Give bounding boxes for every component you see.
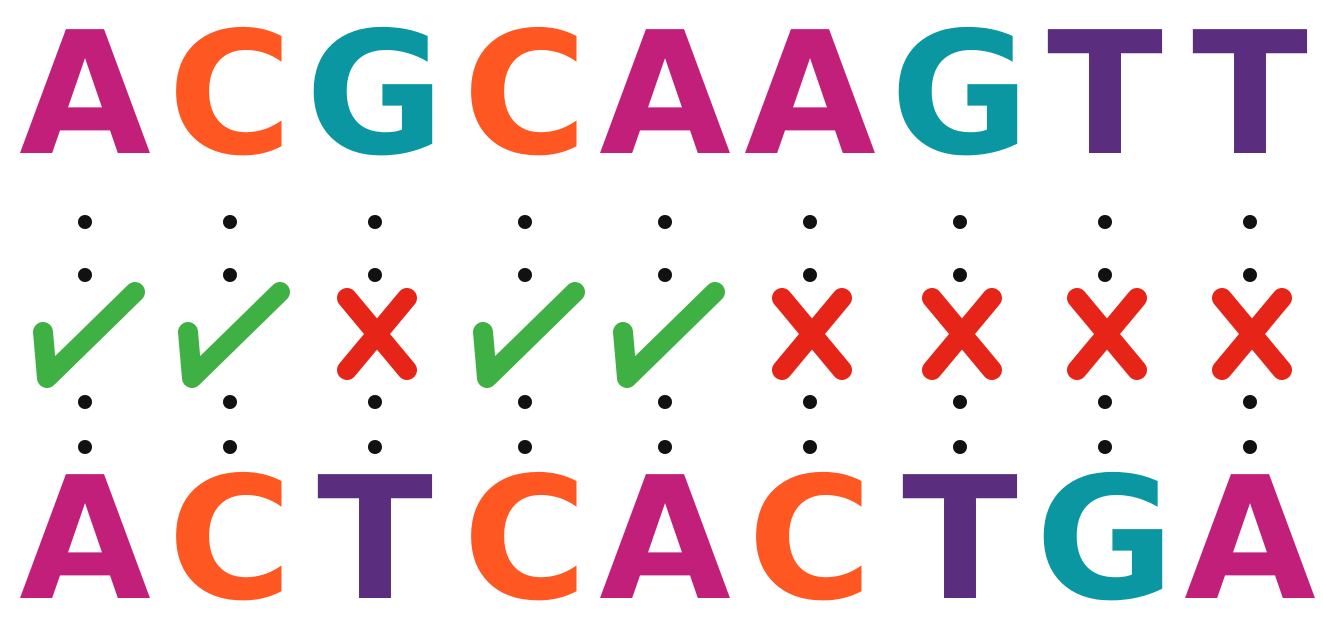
top-nucleotide: A — [599, 0, 731, 194]
pairing-dot — [1243, 215, 1257, 229]
pairing-dot — [368, 268, 382, 282]
pairing-dot — [223, 395, 237, 409]
pairing-dot — [658, 395, 672, 409]
pairing-dot — [518, 268, 532, 282]
cross-icon — [337, 288, 417, 380]
pairing-dot — [1098, 215, 1112, 229]
bottom-nucleotide: G — [1035, 441, 1175, 639]
pairing-dot — [78, 268, 92, 282]
top-nucleotide: A — [744, 0, 876, 194]
pairing-dot — [803, 268, 817, 282]
pairing-dot — [1243, 440, 1257, 454]
pairing-dot — [223, 215, 237, 229]
top-nucleotide: T — [1192, 0, 1308, 194]
cross-icon — [922, 288, 1002, 380]
checkmark-icon — [613, 282, 725, 388]
bottom-nucleotide: C — [462, 441, 588, 639]
pairing-dot — [953, 215, 967, 229]
top-nucleotide: G — [305, 0, 445, 194]
pairing-dot — [78, 440, 92, 454]
pairing-dot — [1098, 268, 1112, 282]
top-nucleotide: C — [462, 0, 588, 194]
top-nucleotide: A — [19, 0, 151, 194]
top-nucleotide: G — [890, 0, 1030, 194]
bottom-nucleotide: T — [317, 441, 433, 639]
pairing-dot — [518, 440, 532, 454]
checkmark-icon — [178, 282, 290, 388]
pairing-dot — [953, 268, 967, 282]
bottom-nucleotide: A — [1184, 441, 1316, 639]
pairing-dot — [658, 440, 672, 454]
cross-icon — [1212, 288, 1292, 380]
pairing-dot — [368, 395, 382, 409]
pairing-dot — [368, 215, 382, 229]
cross-icon — [772, 288, 852, 380]
pairing-dot — [803, 215, 817, 229]
pairing-dot — [953, 395, 967, 409]
pairing-dot — [518, 215, 532, 229]
pairing-dot — [1098, 440, 1112, 454]
pairing-dot — [1243, 395, 1257, 409]
bottom-nucleotide: C — [747, 441, 873, 639]
cross-icon — [1067, 288, 1147, 380]
bottom-nucleotide: A — [599, 441, 731, 639]
pairing-dot — [1098, 395, 1112, 409]
checkmark-icon — [33, 282, 145, 388]
pairing-dot — [518, 395, 532, 409]
pairing-dot — [223, 440, 237, 454]
pairing-dot — [803, 395, 817, 409]
pairing-dot — [953, 440, 967, 454]
pairing-dot — [368, 440, 382, 454]
pairing-dot — [223, 268, 237, 282]
pairing-dot — [803, 440, 817, 454]
top-nucleotide: C — [167, 0, 293, 194]
bottom-nucleotide: A — [19, 441, 151, 639]
bottom-nucleotide: C — [167, 441, 293, 639]
pairing-dot — [1243, 268, 1257, 282]
top-nucleotide: T — [1047, 0, 1163, 194]
bottom-nucleotide: T — [902, 441, 1018, 639]
pairing-dot — [78, 215, 92, 229]
checkmark-icon — [473, 282, 585, 388]
pairing-dot — [658, 215, 672, 229]
pairing-dot — [658, 268, 672, 282]
pairing-dot — [78, 395, 92, 409]
